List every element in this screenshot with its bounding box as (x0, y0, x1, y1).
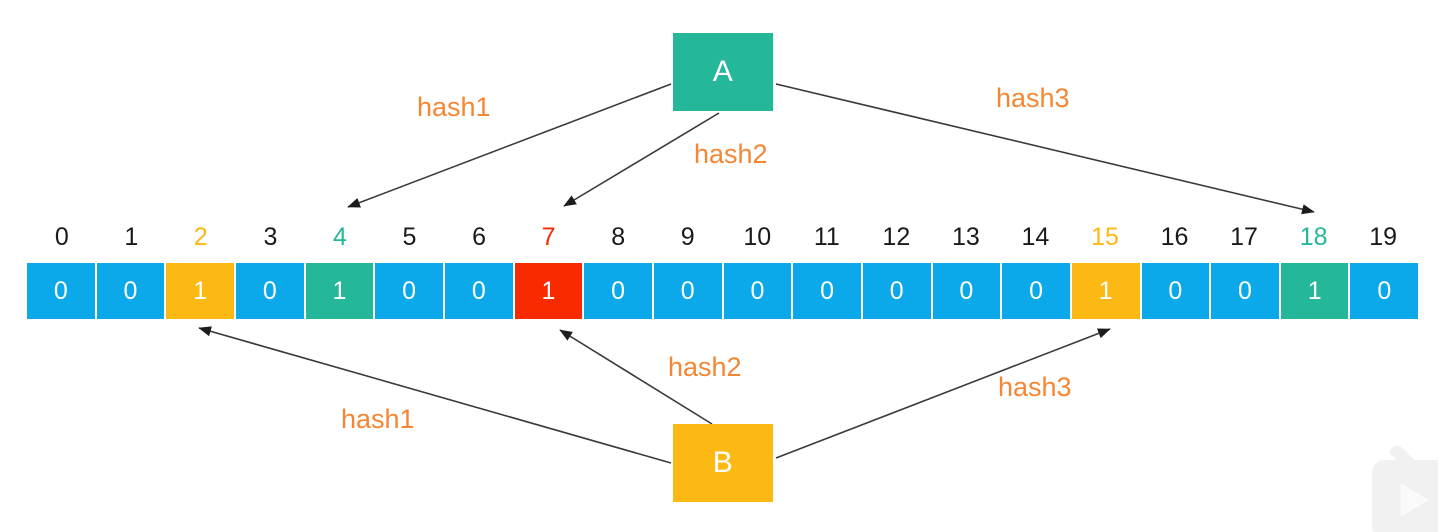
bit-cell-value: 0 (959, 276, 974, 305)
entity-node-b[interactable]: B (673, 424, 773, 502)
bit-cell-value: 0 (820, 276, 834, 305)
bit-cell-7[interactable]: 1 (514, 263, 583, 319)
bit-cell-value: 0 (402, 276, 417, 305)
edge-label-b-hash2: hash2 (668, 352, 742, 382)
edge-a-hash1 (347, 83, 672, 208)
bit-index-label-17: 17 (1230, 223, 1258, 251)
bit-cell-value: 0 (680, 276, 695, 305)
bit-cell-value: 0 (1168, 276, 1183, 305)
bit-cell-18[interactable]: 1 (1280, 263, 1349, 319)
bit-index-label-13: 13 (951, 223, 980, 251)
bit-cell-value: 0 (471, 276, 486, 305)
bit-cell-value: 0 (1377, 276, 1392, 305)
bit-cell-value: 0 (611, 276, 626, 305)
bit-cell-6[interactable]: 0 (444, 263, 513, 319)
bit-cell-value: 1 (332, 276, 347, 305)
bit-cell-14[interactable]: 0 (1002, 263, 1070, 319)
bit-cell-value: 0 (1238, 276, 1252, 305)
edge-label-a-hash1: hash1 (417, 92, 491, 122)
edge-label-b-hash1: hash1 (341, 404, 415, 434)
entity-node-b-label: B (712, 446, 734, 479)
edge-b-hash1 (198, 326, 672, 464)
bit-cell-value: 0 (53, 276, 68, 305)
entity-node-a-label: A (712, 55, 734, 88)
bit-cell-value: 1 (541, 276, 556, 305)
bit-index-label-11: 11 (813, 223, 840, 251)
bit-index-label-12: 12 (882, 223, 911, 251)
bit-cell-5[interactable]: 0 (375, 263, 443, 319)
bit-index-label-10: 10 (743, 223, 772, 251)
bit-cell-16[interactable]: 0 (1141, 263, 1210, 319)
bit-index-label-8: 8 (611, 223, 626, 251)
bit-cell-19[interactable]: 0 (1350, 263, 1419, 319)
bit-cell-value: 0 (889, 276, 904, 305)
bit-cell-12[interactable]: 0 (862, 263, 931, 319)
bit-cell-value: 1 (193, 276, 208, 305)
bit-cell-9[interactable]: 0 (653, 263, 722, 319)
bit-index-label-5: 5 (402, 223, 417, 251)
bit-index-label-9: 9 (680, 223, 695, 251)
entity-node-a[interactable]: A (673, 33, 773, 111)
bit-cell-8[interactable]: 0 (584, 263, 652, 319)
play-button-logo-icon (1372, 445, 1438, 532)
bit-index-label-14: 14 (1021, 223, 1050, 251)
edge-label-a-hash3: hash3 (996, 83, 1070, 113)
bit-index-label-1: 1 (124, 223, 139, 251)
bit-cell-3[interactable]: 0 (235, 263, 304, 319)
bit-cell-10[interactable]: 0 (723, 263, 792, 319)
bit-cell-2[interactable]: 1 (166, 263, 234, 319)
bit-index-label-4: 4 (333, 223, 347, 251)
bit-cell-value: 1 (1098, 276, 1113, 305)
bit-cell-15[interactable]: 1 (1071, 263, 1140, 319)
edge-label-a-hash2: hash2 (694, 139, 768, 169)
bit-index-label-7: 7 (541, 223, 556, 251)
bit-index-label-0: 0 (54, 223, 69, 251)
bit-array-cell-row: 0 0 1 0 1 0 0 1 0 0 0 0 0 0 0 1 0 0 1 0 (27, 263, 1419, 319)
bit-index-label-15: 15 (1091, 223, 1119, 251)
bit-index-label-19: 19 (1369, 223, 1398, 251)
bit-cell-value: 0 (1029, 276, 1043, 305)
bit-index-label-16: 16 (1160, 223, 1189, 251)
bit-index-label-2: 2 (193, 223, 208, 251)
bit-cell-value: 1 (1307, 276, 1322, 305)
bit-cell-0[interactable]: 0 (27, 263, 95, 319)
bit-cell-1[interactable]: 0 (96, 263, 165, 319)
bit-cell-13[interactable]: 0 (932, 263, 1001, 319)
bit-index-label-6: 6 (472, 223, 486, 251)
bit-cell-4[interactable]: 1 (305, 263, 374, 319)
edge-label-b-hash3: hash3 (998, 372, 1072, 402)
bit-index-label-18: 18 (1299, 223, 1328, 251)
bit-cell-value: 0 (750, 276, 765, 305)
bit-index-label-3: 3 (263, 223, 278, 251)
bit-cell-value: 0 (123, 276, 138, 305)
bit-cell-11[interactable]: 0 (793, 263, 861, 319)
bit-cell-17[interactable]: 0 (1211, 263, 1279, 319)
bit-cell-value: 0 (262, 276, 277, 305)
